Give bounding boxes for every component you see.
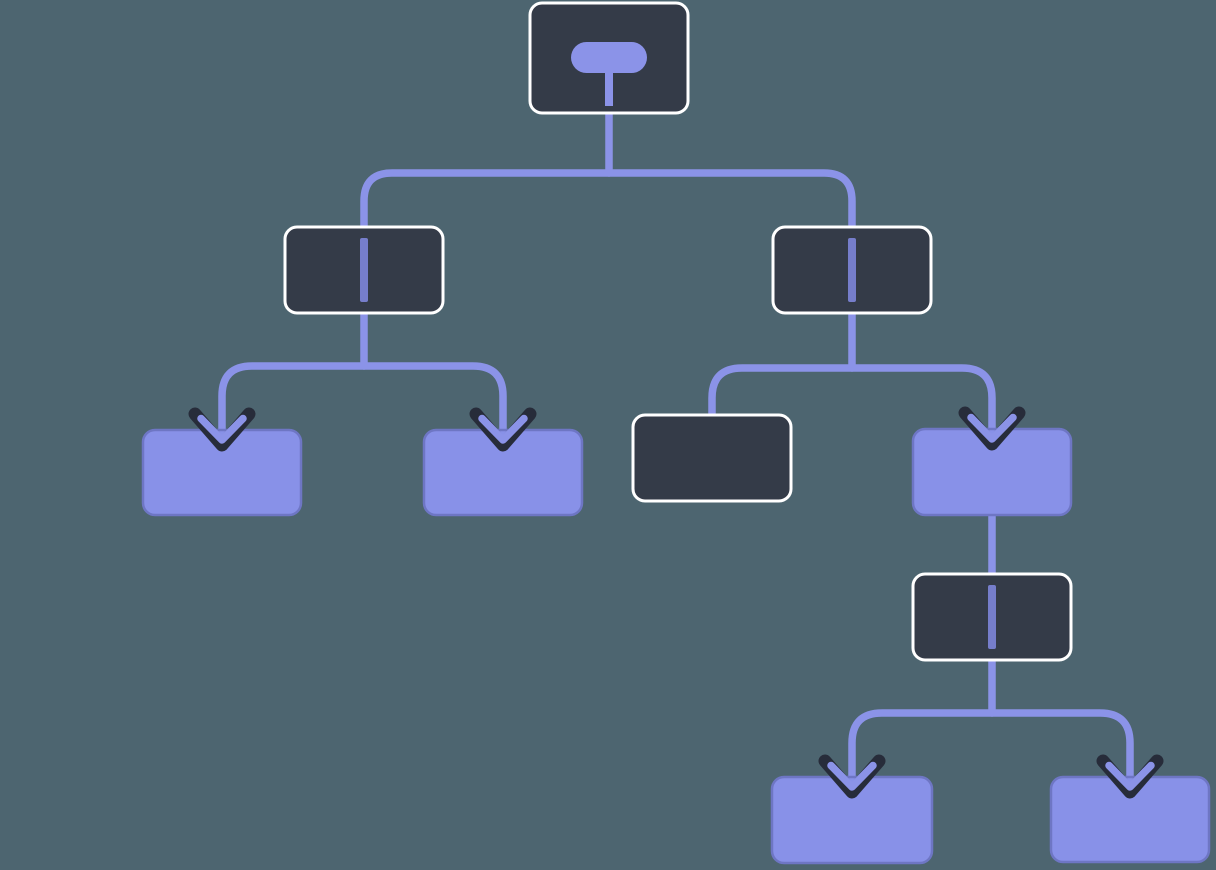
node-leaf-3[interactable] (911, 427, 1073, 517)
arrow-purple-chevron (967, 413, 1017, 443)
node-leaf-2[interactable] (422, 428, 584, 517)
edge-branch-bottom-rail (848, 709, 1134, 789)
arrow-down-icon (818, 754, 886, 799)
commit-pill-icon (571, 42, 647, 73)
edge-branch-left-rail (218, 362, 507, 442)
leaf-5-box[interactable] (1049, 775, 1211, 864)
arrow-purple-chevron (827, 761, 877, 791)
edge-branch-right-rail (708, 364, 996, 441)
connector-lines (218, 108, 1134, 789)
edge-root-rail (360, 169, 856, 231)
node-branch-right[interactable] (771, 225, 933, 315)
node-leaf-5[interactable] (1049, 775, 1211, 864)
pass-through-line-icon (988, 585, 996, 649)
commit-pill-stem (605, 60, 613, 106)
pass-through-line-icon (360, 238, 368, 302)
pass-through-line-icon (848, 238, 856, 302)
arrow-purple-chevron (197, 414, 247, 444)
node-branch-left[interactable] (283, 225, 445, 315)
arrow-purple-chevron (1105, 761, 1155, 791)
node-leaf-1[interactable] (141, 428, 303, 517)
leaf-1-box[interactable] (141, 428, 303, 517)
node-dark-leaf[interactable] (631, 413, 793, 503)
arrow-down-icon (188, 407, 256, 452)
node-leaf-4[interactable] (770, 775, 934, 865)
arrow-purple-chevron (478, 414, 528, 444)
arrow-down-icon (958, 406, 1026, 451)
leaf-2-box[interactable] (422, 428, 584, 517)
arrow-down-icon (469, 407, 537, 452)
node-branch-bottom[interactable] (911, 572, 1073, 662)
dark-leaf-box[interactable] (631, 413, 793, 503)
arrow-down-icon (1096, 754, 1164, 799)
leaf-4-box[interactable] (770, 775, 934, 865)
leaf-3-box[interactable] (911, 427, 1073, 517)
node-root[interactable] (528, 1, 690, 115)
